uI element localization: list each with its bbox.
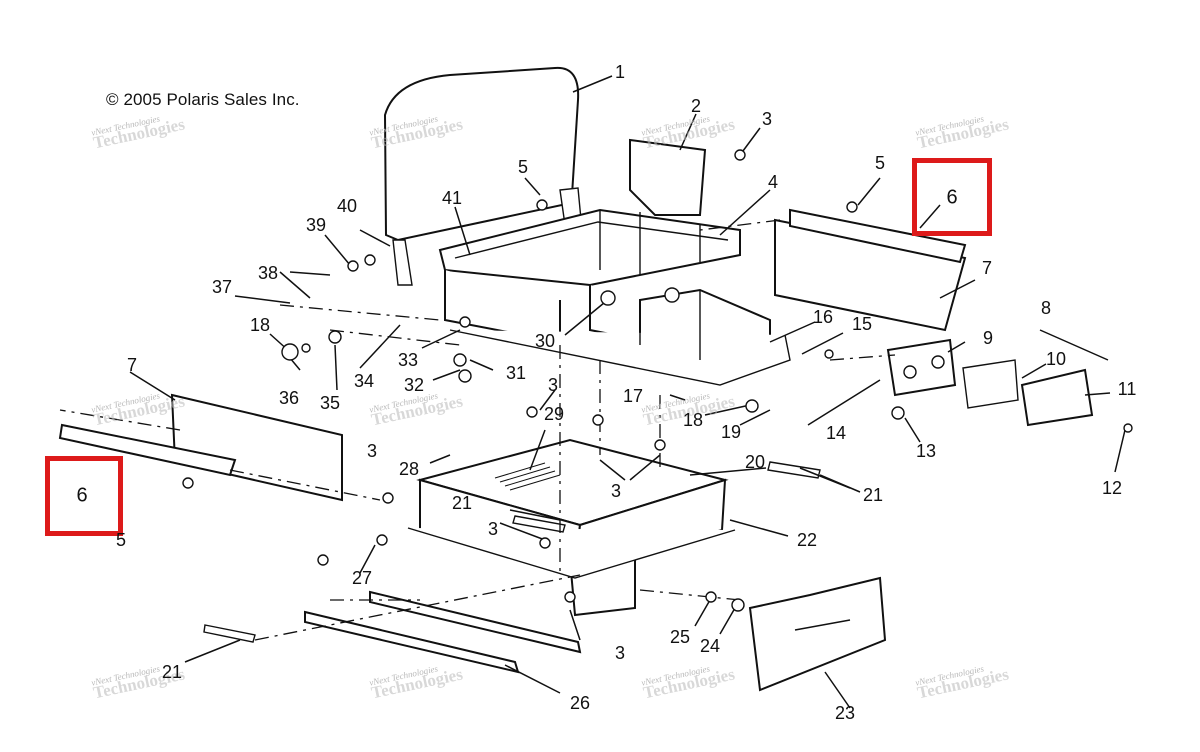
callout-22[interactable]: 22 [796, 530, 818, 550]
callout-28[interactable]: 28 [398, 459, 420, 479]
trim-right [789, 208, 967, 264]
callout-10[interactable]: 10 [1045, 349, 1067, 369]
callout-39[interactable]: 39 [305, 215, 327, 235]
callout-21[interactable]: 21 [161, 662, 183, 682]
callout-18[interactable]: 18 [249, 315, 271, 335]
callout-5[interactable]: 5 [517, 157, 529, 177]
callout-41[interactable]: 41 [441, 188, 463, 208]
mounting-plate [748, 576, 887, 692]
callout-12[interactable]: 12 [1101, 478, 1123, 498]
callout-24[interactable]: 24 [699, 636, 721, 656]
callout-1[interactable]: 1 [614, 62, 626, 82]
callout-3[interactable]: 3 [366, 441, 378, 461]
callout-16[interactable]: 16 [812, 307, 834, 327]
callout-4[interactable]: 4 [767, 172, 779, 192]
callout-20[interactable]: 20 [744, 452, 766, 472]
callout-36[interactable]: 36 [278, 388, 300, 408]
callout-21[interactable]: 21 [451, 493, 473, 513]
callout-7[interactable]: 7 [981, 258, 993, 278]
callout-18[interactable]: 18 [682, 410, 704, 430]
callout-3[interactable]: 3 [761, 109, 773, 129]
callout-29[interactable]: 29 [543, 404, 565, 424]
callout-32[interactable]: 32 [403, 375, 425, 395]
callout-5[interactable]: 5 [874, 153, 886, 173]
callout-8[interactable]: 8 [1040, 298, 1052, 318]
callout-2[interactable]: 2 [690, 96, 702, 116]
callout-7[interactable]: 7 [126, 355, 138, 375]
callout-3[interactable]: 3 [610, 481, 622, 501]
callout-26[interactable]: 26 [569, 693, 591, 713]
callout-34[interactable]: 34 [353, 371, 375, 391]
copyright-notice: © 2005 Polaris Sales Inc. [106, 90, 300, 109]
callout-11[interactable]: 11 [1117, 379, 1137, 399]
rail-part-b [369, 590, 582, 654]
trim-left [58, 423, 237, 477]
callout-23[interactable]: 23 [834, 703, 856, 723]
toolbox-part [407, 438, 736, 617]
callout-9[interactable]: 9 [982, 328, 994, 348]
bracket-part-2 [629, 138, 707, 216]
callout-25[interactable]: 25 [669, 627, 691, 647]
callout-30[interactable]: 30 [534, 331, 556, 351]
callout-38[interactable]: 38 [257, 263, 279, 283]
callout-3[interactable]: 3 [614, 643, 626, 663]
side-panel-left [170, 393, 343, 502]
callout-5[interactable]: 5 [115, 530, 127, 550]
callout-33[interactable]: 33 [397, 350, 419, 370]
callout-31[interactable]: 31 [505, 363, 527, 383]
callout-17[interactable]: 17 [622, 386, 644, 406]
part-6-label-left[interactable]: 6 [76, 484, 88, 507]
callout-40[interactable]: 40 [336, 196, 358, 216]
callout-21[interactable]: 21 [862, 485, 884, 505]
part-6-label-right[interactable]: 6 [946, 186, 958, 209]
callout-35[interactable]: 35 [319, 393, 341, 413]
rack-frame-part [438, 208, 791, 386]
callout-3[interactable]: 3 [547, 375, 559, 395]
callout-3[interactable]: 3 [487, 519, 499, 539]
callout-13[interactable]: 13 [915, 441, 937, 461]
callout-27[interactable]: 27 [351, 568, 373, 588]
callout-14[interactable]: 14 [825, 423, 847, 443]
highlight-box-left [45, 456, 123, 536]
hardware-items [182, 149, 1133, 612]
highlight-box-right [912, 158, 992, 236]
tail-light-assembly [886, 338, 1094, 427]
callout-15[interactable]: 15 [851, 314, 873, 334]
callout-19[interactable]: 19 [720, 422, 742, 442]
callout-37[interactable]: 37 [211, 277, 233, 297]
